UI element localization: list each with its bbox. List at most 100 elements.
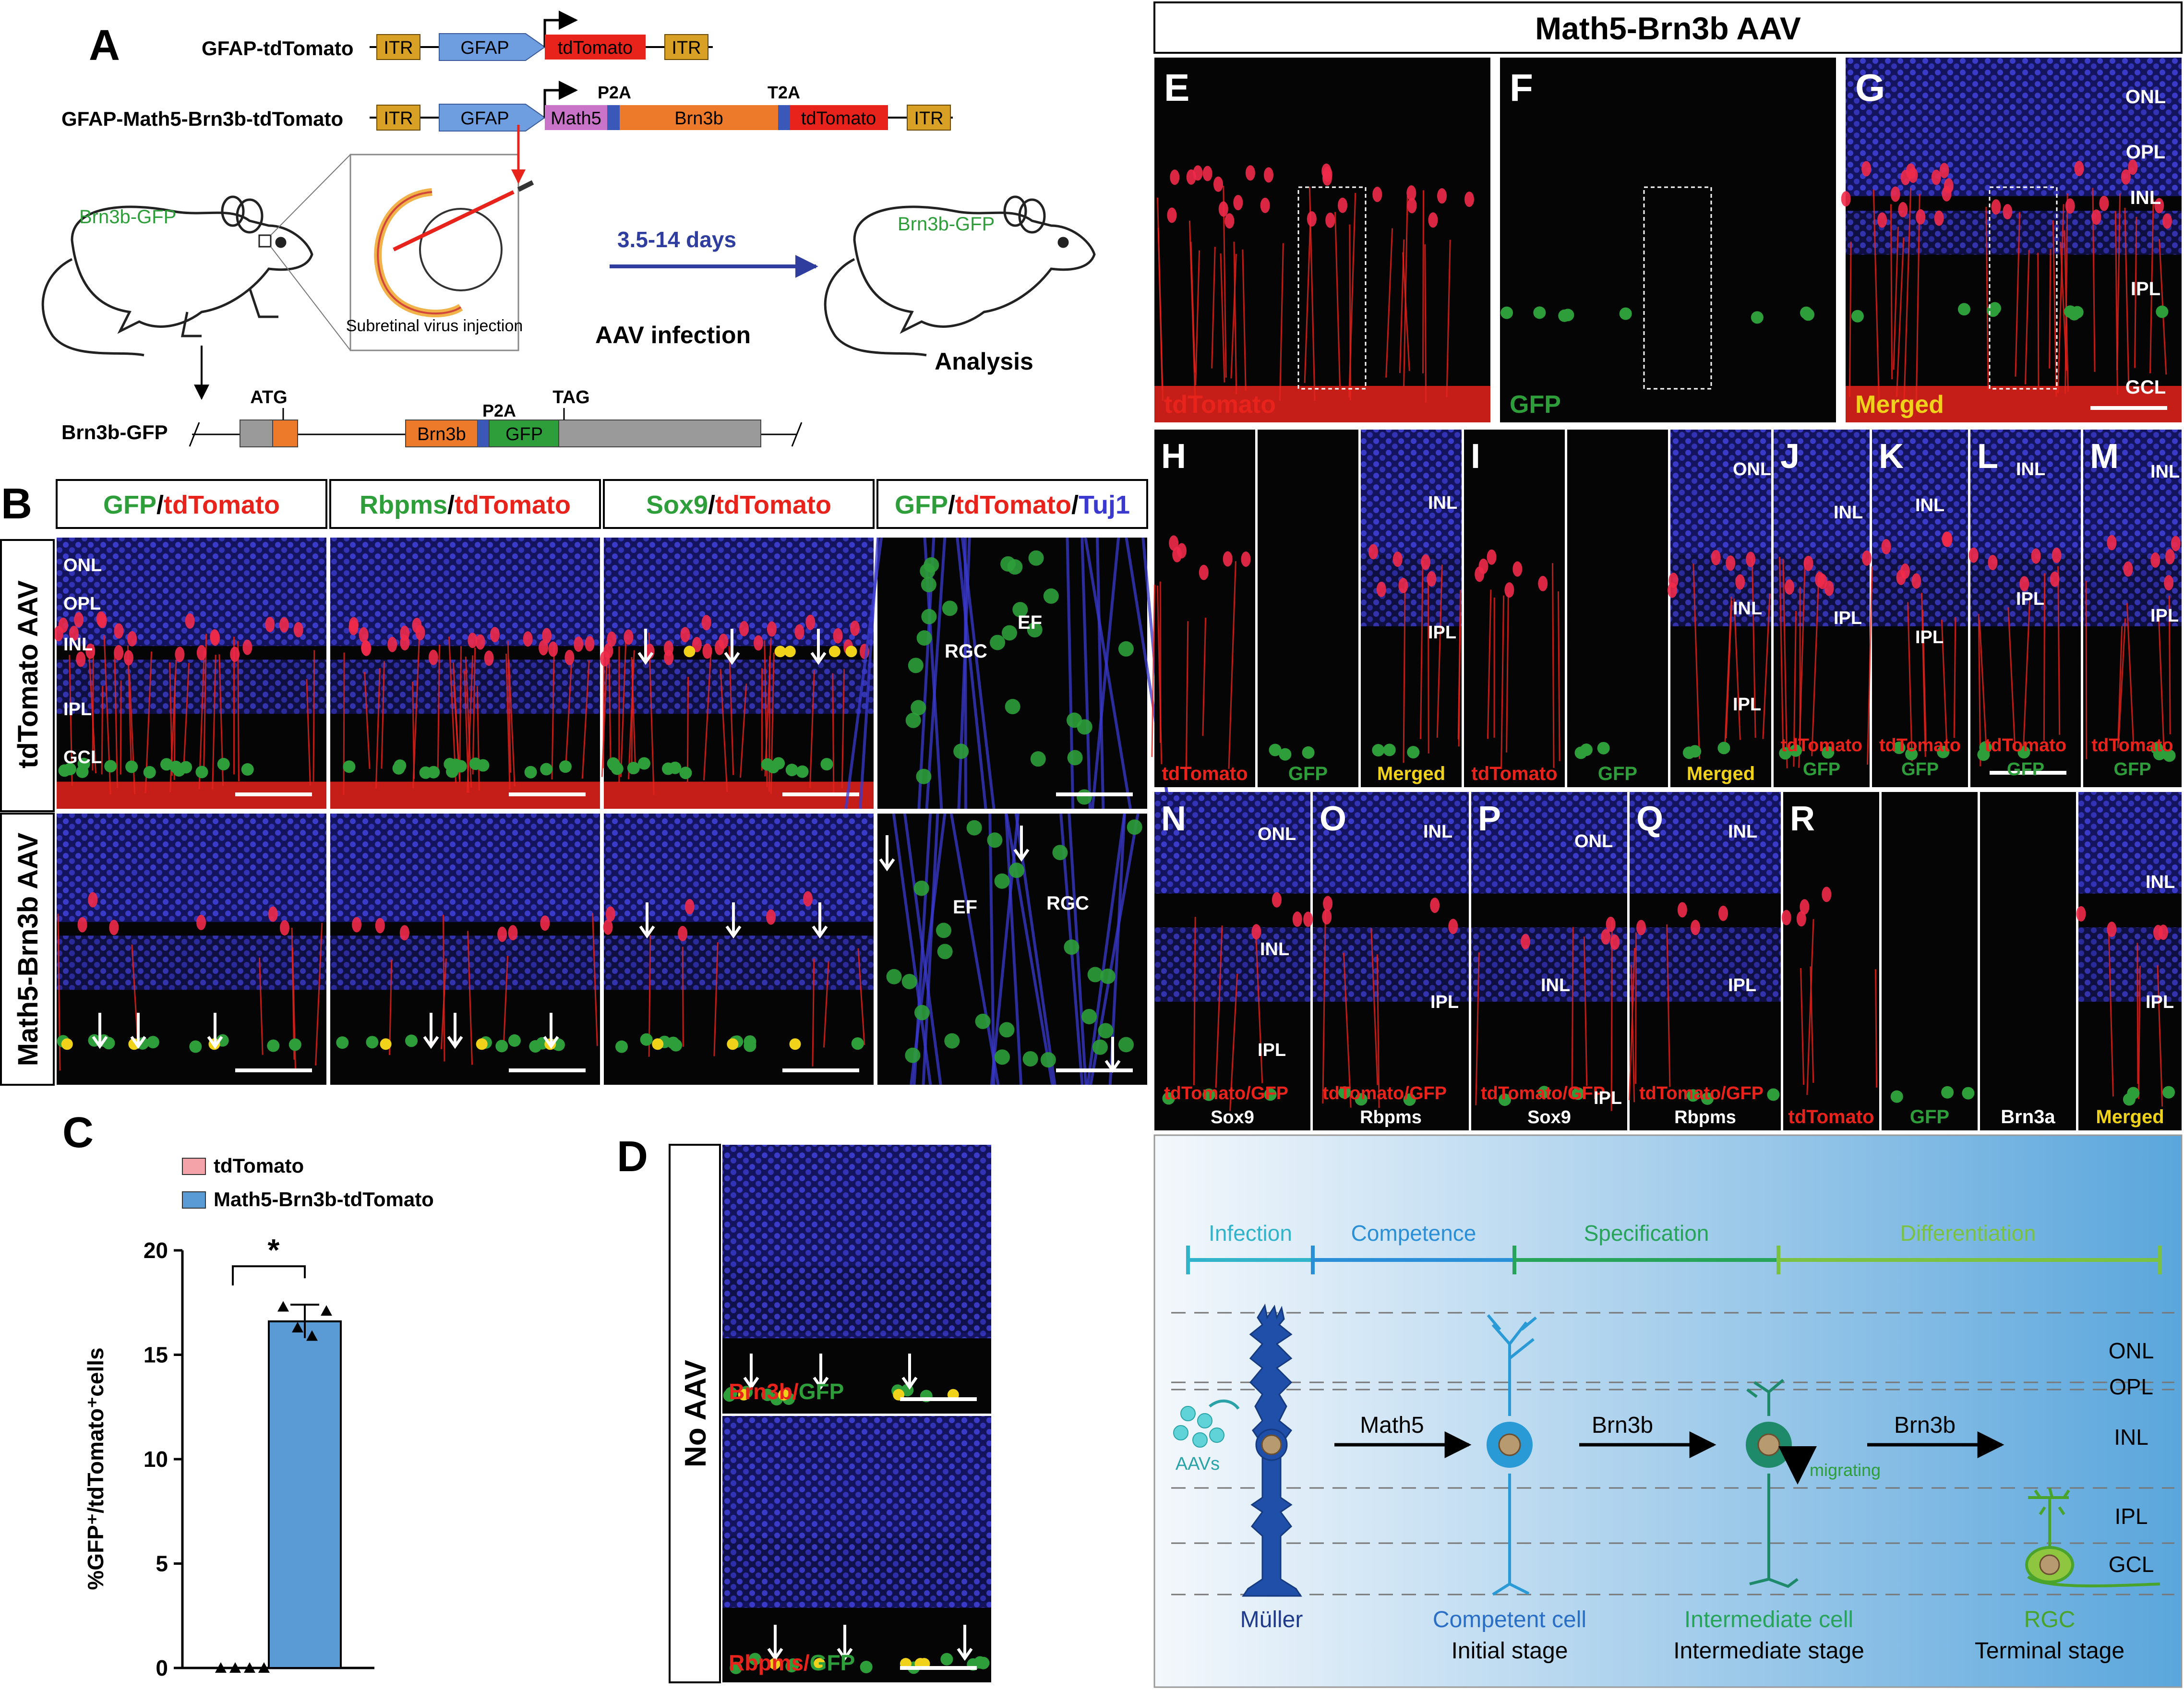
- panel-b-header-1-part: Rbpms: [360, 491, 447, 519]
- micrograph-hm: [1151, 430, 1255, 787]
- t2a-label: T2A: [768, 83, 800, 102]
- layer-label-hm-11: INL: [2150, 462, 2180, 482]
- tag-label: TAG: [552, 387, 589, 408]
- panel-letter-nr: O: [1320, 800, 1346, 838]
- panel-b-header-2-part: tdTomato: [715, 491, 831, 519]
- layer-label-b-inl: INL: [63, 635, 93, 655]
- panel-b-header-1: Rbpms/tdTomato: [360, 491, 571, 519]
- panel-b-header-1-part: /: [447, 491, 455, 519]
- micrograph-g: [1841, 58, 2182, 422]
- panel-a-letter: A: [89, 22, 120, 70]
- cell-stage-rgc: Terminal stage: [1975, 1638, 2124, 1664]
- micrograph-nr: [1471, 792, 1627, 1130]
- aav-particles: [1173, 1399, 1240, 1448]
- chart-c-ytick: 20: [144, 1238, 168, 1263]
- chart-c-point: [258, 1662, 270, 1673]
- arrow-label-brn3b-2: Brn3b: [1894, 1413, 1956, 1438]
- micrograph-d-rbpms: [722, 1416, 991, 1682]
- micrograph-hm: [1464, 430, 1565, 787]
- chart-c-ytick: 10: [144, 1447, 168, 1472]
- layer-label-b-opl: OPL: [63, 594, 101, 614]
- arrow-label-brn3b-1: Brn3b: [1592, 1413, 1653, 1438]
- channel-label-hm-td: tdTomato: [2091, 735, 2173, 756]
- layer-label-g-ipl: IPL: [2131, 278, 2160, 300]
- stain-label-rbpms-part: GFP: [810, 1650, 855, 1675]
- schematic-background: [1153, 1134, 2183, 1688]
- chart-c-bar-1: [268, 1320, 342, 1669]
- micrograph-nr: [1628, 792, 1781, 1130]
- channel-label-nr: GFP: [1910, 1106, 1949, 1127]
- stain-label-rbpms: Rbpms/GFP: [729, 1650, 855, 1675]
- panel-b-header-3-part: /: [1071, 491, 1079, 519]
- stage-infection: Infection: [1209, 1221, 1292, 1246]
- tdtomato-box: [545, 35, 646, 60]
- panel-letter-hm: I: [1471, 437, 1480, 476]
- atg-label: ATG: [250, 387, 287, 408]
- layer-label-hm-12: IPL: [2150, 606, 2179, 626]
- eye-illustration: [374, 180, 534, 318]
- micrograph-hm: [1668, 430, 1771, 787]
- panel-eg: Math5-Brn3b AAV EtdTomatoFGFPGMergedONLO…: [1153, 1, 2183, 422]
- injection-label: Subretinal virus injection: [346, 317, 523, 335]
- channel-label-hm-td: tdTomato: [1781, 735, 1862, 756]
- panel-b-letter: B: [1, 480, 32, 528]
- mouse-label-left: Brn3b-GFP: [79, 206, 176, 228]
- panel-b-header-2-part: Sox9: [646, 491, 708, 519]
- channel-label-f: GFP: [1510, 391, 1561, 419]
- p2a-label: P2A: [598, 83, 631, 102]
- layer-opl: OPL: [2109, 1374, 2153, 1399]
- stain-label-brn3b-part: Brn3b: [729, 1379, 792, 1404]
- math5-box: [545, 105, 607, 130]
- time-label: 3.5-14 days: [617, 227, 736, 252]
- micrograph-b-flatmount: [877, 813, 1147, 1085]
- micrograph-f: [1500, 58, 1836, 422]
- math5-label: Math5: [551, 108, 601, 129]
- micrograph-b: [603, 814, 874, 1085]
- eg-title-box: [1153, 1, 2183, 54]
- layer-label-nr-8: INL: [1728, 822, 1757, 842]
- micrograph-hm: [1258, 430, 1358, 787]
- micrograph-nr: [1781, 792, 1879, 1130]
- layer-label-hm-0: INL: [1428, 493, 1457, 513]
- panel-b-header-1-part: tdTomato: [455, 491, 571, 519]
- panel-b-header-3-part: /: [948, 491, 955, 519]
- layer-ipl: IPL: [2114, 1504, 2148, 1529]
- panel-letter-hm: M: [2090, 437, 2119, 476]
- panel-b-header-0-part: GFP: [103, 491, 156, 519]
- panel-b-header-0-part: tdTomato: [164, 491, 280, 519]
- stain-label-rbpms-part: /: [804, 1650, 810, 1675]
- chart-c-point: [229, 1662, 241, 1673]
- stage-differentiation: Differentiation: [1900, 1221, 2036, 1246]
- stain-label-brn3b-part: /: [792, 1379, 799, 1404]
- panel-letter-nr: P: [1478, 800, 1501, 838]
- layer-label-nr-10: INL: [2146, 872, 2175, 892]
- panel-b-header-2: Sox9/tdTomato: [646, 491, 831, 519]
- panel-letter-hm: J: [1780, 437, 1800, 476]
- mouse-illustration-left: [41, 195, 313, 357]
- mouse-illustration-right: [824, 195, 1096, 357]
- p2a-locus: [478, 420, 489, 447]
- chart-c-point: [306, 1330, 318, 1341]
- stain-label-nr-tdgfp: tdTomato/GFP: [1481, 1083, 1605, 1103]
- cell-name-rgc: RGC: [2024, 1607, 2076, 1632]
- legend-label-control: tdTomato: [214, 1154, 304, 1177]
- panel-letter-nr: Q: [1636, 800, 1663, 838]
- panel-c-letter: C: [62, 1109, 94, 1157]
- chart-c-ytick: 0: [156, 1655, 168, 1680]
- micrograph-hm: [1567, 430, 1668, 787]
- panel-letter-g: G: [1855, 66, 1885, 109]
- panel-letter-e: E: [1164, 66, 1189, 109]
- micrograph-nr: [1980, 792, 2076, 1130]
- stain-label-nr-tdgfp: tdTomato/GFP: [1322, 1083, 1447, 1103]
- eg-title: Math5-Brn3b AAV: [1535, 11, 1801, 46]
- panel-b-header-0-part: /: [156, 491, 164, 519]
- stain-label-nr: Sox9: [1527, 1107, 1571, 1127]
- channel-label-hm: Merged: [1687, 763, 1755, 784]
- cell-stage-competent: Initial stage: [1452, 1638, 1568, 1664]
- micrograph-hm: [2083, 430, 2182, 787]
- panel-b-header-0: GFP/tdTomato: [103, 491, 280, 519]
- stage-specification: Specification: [1584, 1221, 1709, 1246]
- panel-b-header-3: GFP/tdTomato/Tuj1: [895, 491, 1130, 519]
